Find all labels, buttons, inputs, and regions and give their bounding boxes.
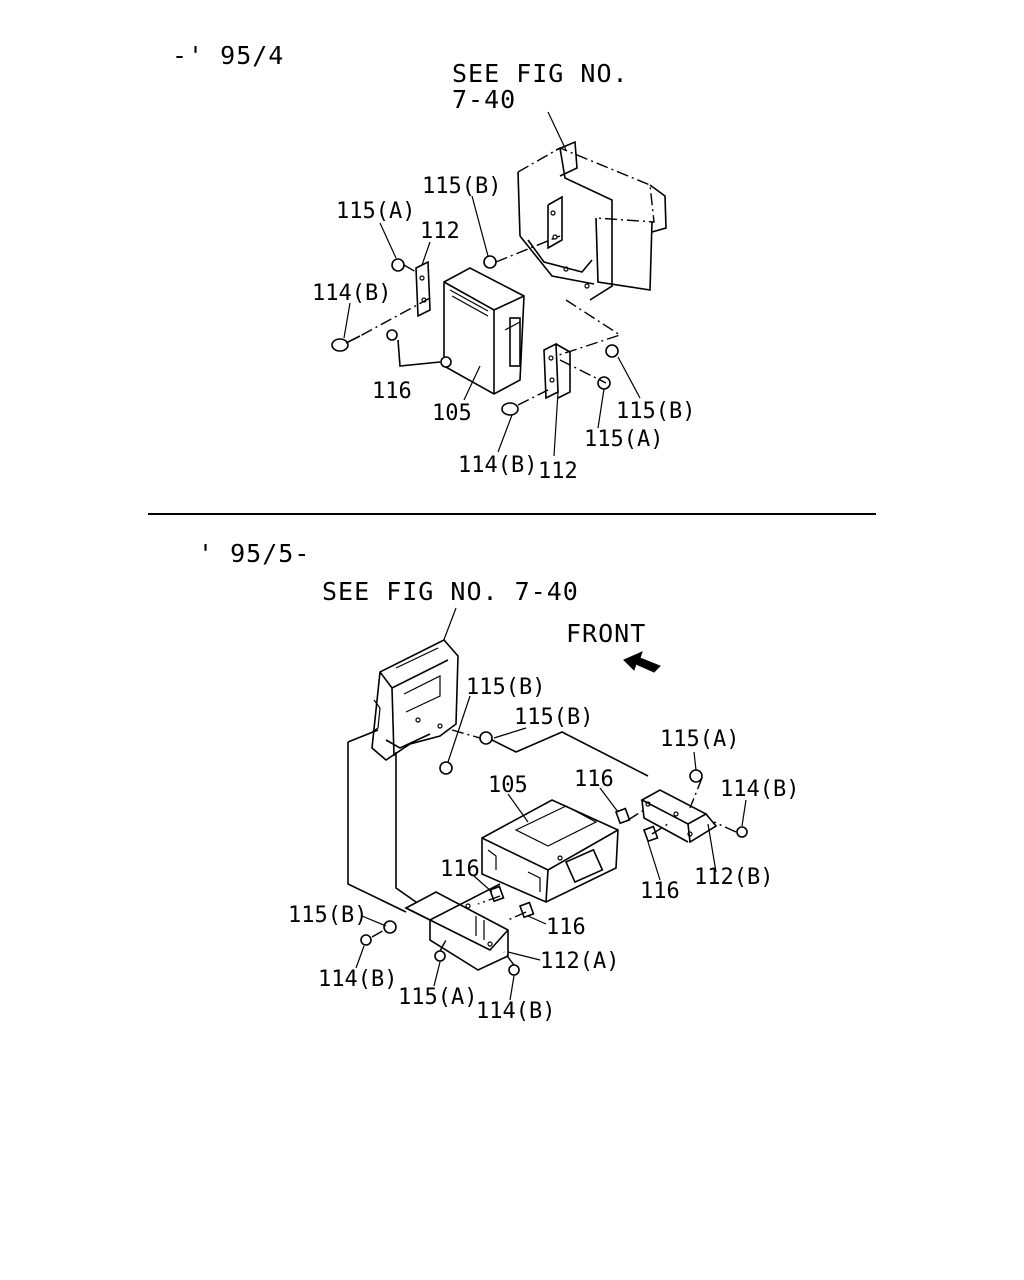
nut-115a-top [391,258,405,272]
label-115b-top-lower: 115(B) [616,399,695,424]
top-assembly-lines [359,235,622,406]
bolt-114b-top [331,338,349,352]
nut-115b-lower [605,344,619,358]
clip-116-b [440,356,452,368]
control-unit-105-bottom [481,799,619,903]
label-105-bottom: 105 [488,773,528,798]
label-115a-top-lower: 115(A) [584,427,663,452]
label-115b-top: 115(B) [422,174,501,199]
top-period-label: -' 95/4 [172,41,284,70]
label-112a: 112(A) [540,949,619,974]
bottom-assembly-lines [347,729,737,966]
label-112b: 112(B) [694,865,773,890]
control-unit-105 [443,267,525,395]
label-115a-bottom-1: 115(A) [660,727,739,752]
bottom-leader-lines [355,695,747,1001]
bottom-section: ' 95/5- SEE FIG NO. 7-40 FRONT [198,539,799,1024]
label-116-bottom-4: 116 [546,915,586,940]
top-see-fig-line2: 7-40 [452,85,516,114]
label-115a-top: 115(A) [336,199,415,224]
see-fig-leader-line [547,111,567,151]
label-115a-bottom-2: 115(A) [398,985,477,1010]
label-105-top: 105 [432,401,472,426]
bottom-see-fig: SEE FIG NO. 7-40 [322,577,579,606]
bottom-period-label: ' 95/5- [198,539,310,568]
top-fasteners [331,255,619,416]
front-arrow-icon [623,651,661,673]
top-leader-lines [343,195,641,457]
label-116-top: 116 [372,379,412,404]
bracket-112a [404,883,509,971]
top-see-fig-line1: SEE FIG NO. [452,59,629,88]
label-114b-top-lower: 114(B) [458,453,537,478]
label-114b-bottom-3: 114(B) [476,999,555,1024]
label-115b-bottom-2: 115(B) [514,705,593,730]
bracket-112-left [415,260,431,318]
clip-116-a [386,329,398,341]
label-112-top: 112 [420,219,460,244]
label-115b-bottom-1: 115(B) [466,675,545,700]
top-section: -' 95/4 SEE FIG NO. 7-40 [172,41,695,484]
bracket-112b [640,789,718,844]
label-115b-bottom-3: 115(B) [288,903,367,928]
label-114b-bottom-2: 114(B) [318,967,397,992]
nut-115a-lower [597,376,611,390]
mount-bracket-upper [371,639,459,762]
battery-tray-bracket [517,140,667,301]
front-label: FRONT [566,619,646,648]
label-116-bottom-1: 116 [574,767,614,792]
label-112-top-lower: 112 [538,459,578,484]
label-114b-top: 114(B) [312,281,391,306]
nut-115b-top [483,255,497,269]
label-114b-bottom-1: 114(B) [720,777,799,802]
label-116-bottom-3: 116 [640,879,680,904]
label-116-bottom-2: 116 [440,857,480,882]
bolt-114b-lower [501,402,519,416]
